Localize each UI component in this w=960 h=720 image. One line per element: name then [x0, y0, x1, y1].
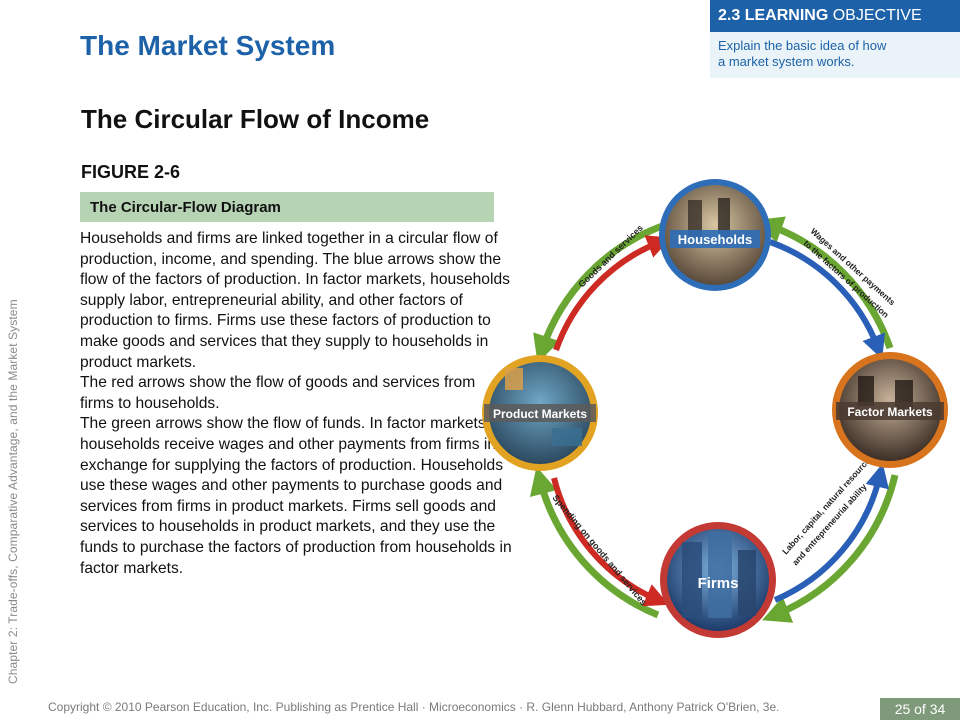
- chapter-sidebar-text: Chapter 2: Trade-offs, Comparative Advan…: [6, 299, 20, 684]
- page-title: The Market System: [80, 30, 336, 61]
- description-paragraph: The green arrows show the flow of funds.…: [80, 415, 512, 577]
- households-label: Households: [678, 232, 752, 247]
- factor-markets-label: Factor Markets: [847, 405, 933, 419]
- households-node: Households: [659, 179, 771, 291]
- figure-caption-title: The Circular-Flow Diagram: [90, 199, 281, 216]
- learning-objective-line: Explain the basic idea of how: [718, 38, 887, 53]
- red-arrow-top-left: [553, 235, 672, 351]
- label-wages-line2: to the factors of production: [802, 238, 891, 320]
- figure-description: Households and firms are linked together…: [80, 229, 512, 579]
- firms-label: Firms: [698, 575, 739, 592]
- page-number-badge: 25 of 34: [880, 698, 960, 720]
- description-paragraph: The red arrows show the flow of goods an…: [80, 374, 476, 412]
- figure-label: FIGURE 2-6: [81, 162, 181, 182]
- learning-objective-number: 2.3: [718, 7, 741, 24]
- green-arrow-bottom-right: [762, 474, 899, 623]
- learning-objective-heading-rest: OBJECTIVE: [832, 7, 922, 24]
- description-paragraph: Households and firms are linked together…: [80, 230, 510, 371]
- label-spending: Spending on goods and services: [550, 493, 648, 607]
- circular-flow-diagram: Goods and services Wages and other payme…: [482, 179, 948, 638]
- product-markets-label: Product Markets: [493, 407, 587, 421]
- blue-arrow-bottom-right: [773, 463, 889, 603]
- section-subtitle: The Circular Flow of Income: [81, 104, 430, 134]
- green-arrow-top-left: [533, 221, 667, 364]
- product-markets-node: Product Markets: [482, 355, 598, 471]
- figure-caption-bar: The Circular-Flow Diagram: [80, 192, 494, 222]
- learning-objective-box: 2.3 LEARNING OBJECTIVE Explain the basic…: [710, 0, 960, 78]
- red-arrow-bottom-left: [551, 477, 670, 607]
- firms-node: Firms: [660, 522, 776, 638]
- copyright-footer: Copyright © 2010 Pearson Education, Inc.…: [48, 700, 780, 714]
- learning-objective-line: a market system works.: [718, 54, 855, 69]
- green-arrow-bottom-left: [529, 466, 660, 619]
- learning-objective-heading: LEARNING: [744, 7, 829, 24]
- learning-objective-header: 2.3 LEARNING OBJECTIVE: [710, 0, 960, 32]
- green-arrow-top-right: [754, 216, 894, 350]
- label-wages-line1: Wages and other payments: [809, 226, 898, 307]
- factor-markets-node: Factor Markets: [832, 352, 948, 468]
- learning-objective-text: Explain the basic idea of how a market s…: [710, 32, 960, 78]
- blue-arrow-top-right: [768, 239, 885, 360]
- label-factors-line1: Labor, capital, natural resources,: [780, 451, 877, 557]
